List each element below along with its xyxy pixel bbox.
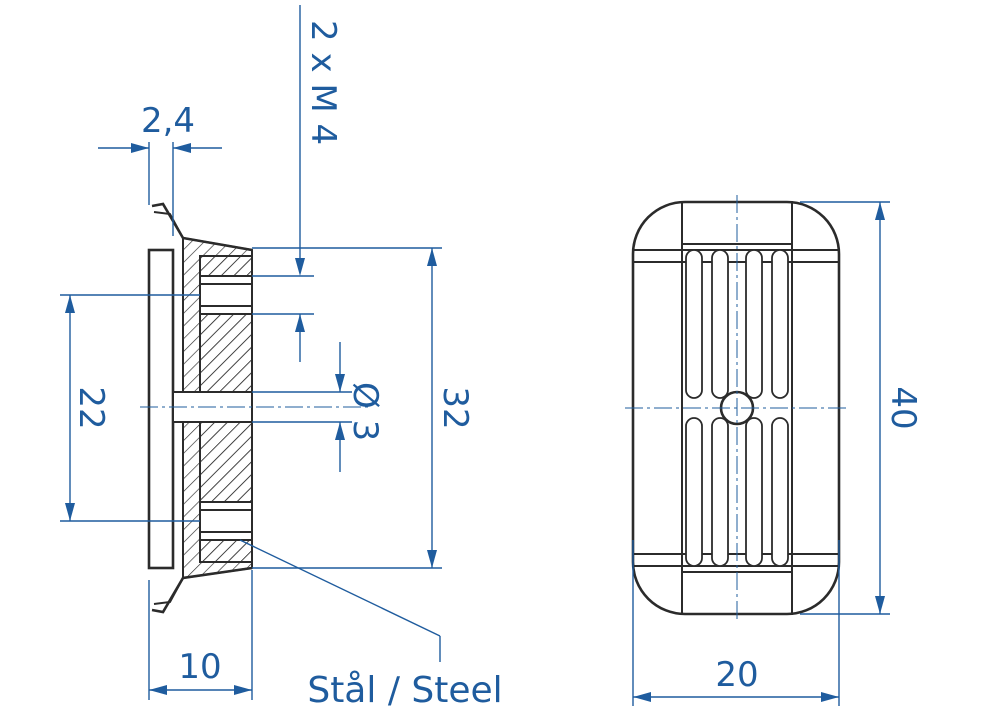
wall-thickness-label: 2,4 [141, 101, 195, 141]
slot-top-4 [771, 249, 789, 399]
dim-outer-height: 32 [252, 247, 475, 569]
dim-wall-thickness: 2,4 [98, 101, 222, 236]
outer-height-label: 32 [435, 386, 475, 429]
dim-hole-diameter: Ø 3 [252, 342, 385, 472]
dim-hole-spacing: 22 [60, 294, 200, 522]
slot-top-2 [711, 249, 729, 399]
length-label: 40 [883, 386, 923, 429]
side-section-view [140, 202, 370, 614]
slot-bottom-2 [711, 417, 729, 567]
flange-bottom-inner [153, 577, 184, 605]
dim-length: 40 [800, 201, 923, 615]
slot-bottom-3 [745, 417, 763, 567]
slot-top-3 [745, 249, 763, 399]
depth-label: 10 [178, 647, 221, 687]
dim-width: 20 [632, 540, 840, 706]
width-label: 20 [715, 655, 758, 695]
slot-bottom-1 [685, 417, 703, 567]
front-view [625, 195, 850, 622]
vent-slots [685, 249, 789, 567]
dim-thread: 2 x M 4 [252, 5, 343, 362]
material-label: Stål / Steel [307, 670, 502, 711]
thread-hole-top [199, 275, 253, 315]
hole-diameter-label: Ø 3 [345, 382, 385, 441]
hole-spacing-label: 22 [71, 386, 111, 429]
dim-depth: 10 [148, 570, 253, 700]
material-leader: Stål / Steel [239, 539, 503, 711]
flange-top-inner [153, 211, 184, 239]
slot-bottom-4 [771, 417, 789, 567]
thread-hole-bottom [199, 501, 253, 541]
slot-top-1 [685, 249, 703, 399]
flange-bottom [151, 566, 253, 614]
thread-label: 2 x M 4 [303, 20, 343, 145]
